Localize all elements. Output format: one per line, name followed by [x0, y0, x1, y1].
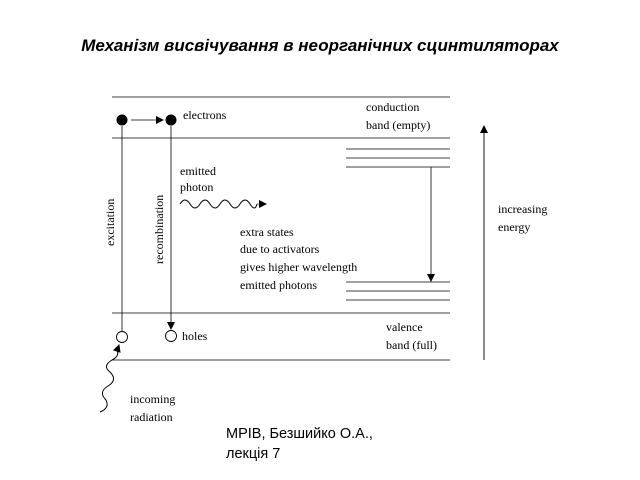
footer-line-2: лекція 7: [226, 446, 281, 462]
recombination-label: recombination: [152, 195, 166, 264]
extra-states-line4: emitted photons: [240, 278, 317, 292]
emitted-photon-label-line2: photon: [180, 180, 213, 194]
holes-label: holes: [182, 329, 208, 343]
hole-circle-left: [116, 331, 128, 343]
footer-line-1: МРІВ, Безшийко О.А.,: [226, 426, 373, 442]
extra-states-line3: gives higher wavelength: [240, 260, 357, 274]
footer-credit: МРІВ, Безшийко О.А., лекція 7: [226, 424, 373, 464]
conduction-label-line1: conduction: [366, 100, 419, 114]
emitted-photon-wave: [179, 199, 258, 209]
incoming-radiation-arrowhead: [112, 344, 121, 353]
valence-label-line2: band (full): [386, 338, 437, 352]
upper-activator-levels: [346, 148, 450, 168]
incoming-radiation-line1: incoming: [130, 392, 175, 406]
excitation-label: excitation: [103, 199, 117, 246]
hole-circle-right: [165, 330, 177, 342]
extra-states-line1: extra states: [240, 225, 294, 239]
incoming-radiation-wave: [99, 349, 119, 413]
lower-activator-levels: [346, 281, 450, 301]
slide-title: Механізм висвічування в неорганічних сци…: [81, 36, 559, 55]
electron-dot-left: [116, 114, 128, 126]
valence-label-line1: valence: [386, 320, 423, 334]
increasing-energy-line1: increasing: [498, 202, 547, 216]
conduction-label-line2: band (empty): [366, 118, 430, 132]
increasing-energy-line2: energy: [498, 220, 530, 234]
extra-states-line2: due to activators: [240, 242, 320, 256]
electron-dot-right: [165, 114, 177, 126]
emitted-photon-label-line1: emitted: [180, 164, 216, 178]
incoming-radiation-line2: radiation: [130, 410, 173, 424]
electrons-label: electrons: [183, 108, 227, 122]
